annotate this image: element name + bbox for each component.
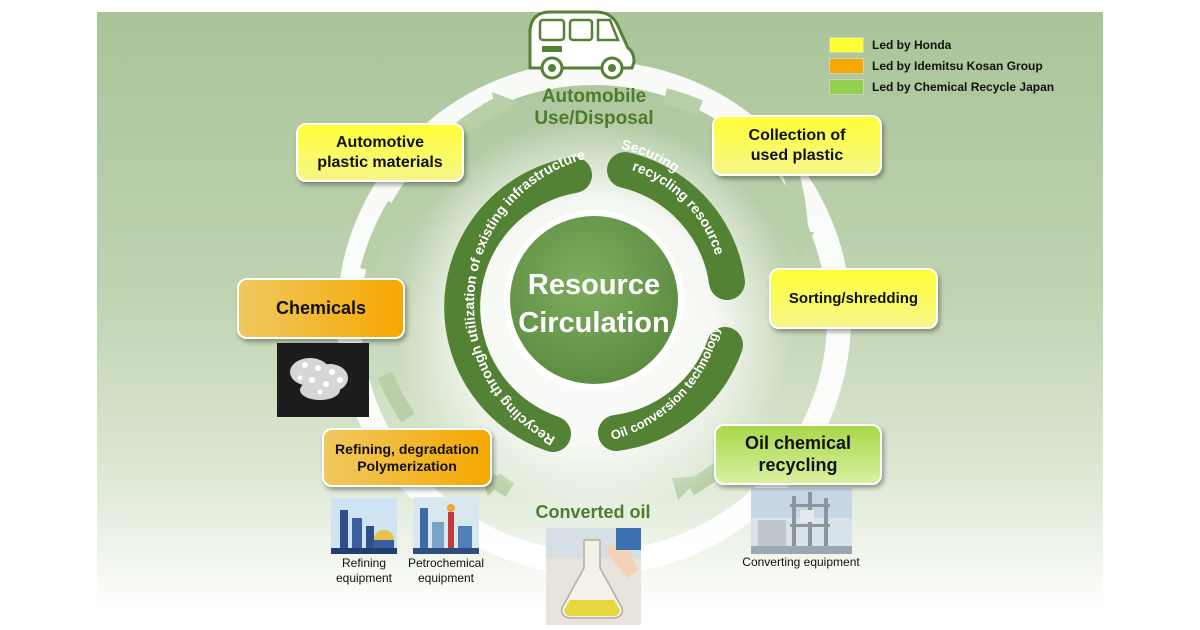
node-automotive-plastic-line2: plastic materials [317, 153, 443, 171]
node-automobile-line2: Use/Disposal [534, 107, 654, 129]
legend-item-crj: Led by Chemical Recycle Japan [829, 76, 1054, 97]
petrochemical-equipment-illustration [413, 497, 479, 554]
node-automobile-line1: Automobile [541, 86, 647, 107]
arrow-automobile-to-collection [662, 88, 704, 116]
inner-arc-bands [444, 152, 745, 452]
caption-converting-equipment: Converting equipment [742, 555, 860, 569]
node-automobile: Automobile Use/Disposal [506, 86, 682, 130]
legend-label: Led by Honda [872, 37, 952, 52]
chemicals-photo [277, 343, 369, 417]
node-chemicals: Chemicals [237, 278, 405, 339]
legend-swatch-orange [829, 57, 864, 74]
legend-item-idemitsu: Led by Idemitsu Kosan Group [829, 55, 1054, 76]
arrow-collection-to-sorting [782, 167, 808, 231]
arrow-chemicals-to-plastic [360, 200, 402, 273]
converted-oil-photo [546, 528, 641, 625]
legend: Led by Honda Led by Idemitsu Kosan Group… [829, 34, 1054, 97]
center-title-line2: Circulation [518, 307, 669, 339]
converting-equipment-photo [751, 488, 852, 554]
node-oil-recycling: Oil chemical recycling [714, 424, 882, 485]
arrowhead-automobile [492, 92, 518, 118]
node-collection-line1: Collection of [748, 127, 846, 145]
caption-refining-equipment: Refining equipment [318, 556, 410, 586]
node-refining: Refining, degradation Polymerization [322, 428, 492, 487]
legend-item-honda: Led by Honda [829, 34, 1054, 55]
arc-band-left [444, 157, 592, 452]
center-title-line1: Resource [528, 269, 660, 301]
caption-refining-line1: Refining [341, 556, 387, 570]
caption-petrochemical-line2: equipment [417, 571, 475, 585]
node-oil-recycling-line1: Oil chemical [744, 432, 852, 453]
refining-equipment-illustration [331, 498, 397, 554]
caption-refining-line2: equipment [335, 571, 393, 585]
center-circle [510, 216, 678, 384]
legend-swatch-yellow [829, 36, 864, 53]
legend-label: Led by Idemitsu Kosan Group [872, 58, 1043, 73]
node-converted-oil: Converted oil [535, 502, 651, 522]
arrow-refining-to-chemicals [377, 371, 415, 423]
node-collection-line2: used plastic [750, 146, 844, 164]
legend-label: Led by Chemical Recycle Japan [872, 79, 1055, 94]
node-sorting: Sorting/shredding [769, 268, 938, 329]
node-automotive-plastic: Automotive plastic materials [296, 123, 464, 182]
caption-petrochemical-equipment: Petrochemical equipment [400, 556, 492, 586]
node-automotive-plastic-line1: Automotive [336, 134, 424, 152]
arc-band-top-right [607, 152, 745, 300]
legend-swatch-green [829, 78, 864, 95]
arrowhead-sorting [786, 232, 814, 258]
node-refining-line1: Refining, degradation [335, 440, 479, 457]
car-icon [528, 10, 636, 80]
node-collection: Collection of used plastic [712, 115, 882, 176]
node-oil-recycling-line2: recycling [758, 454, 838, 475]
node-refining-line2: Polymerization [357, 457, 457, 474]
caption-petrochemical-line1: Petrochemical [407, 556, 485, 570]
arc-band-bottom-right [598, 327, 743, 451]
